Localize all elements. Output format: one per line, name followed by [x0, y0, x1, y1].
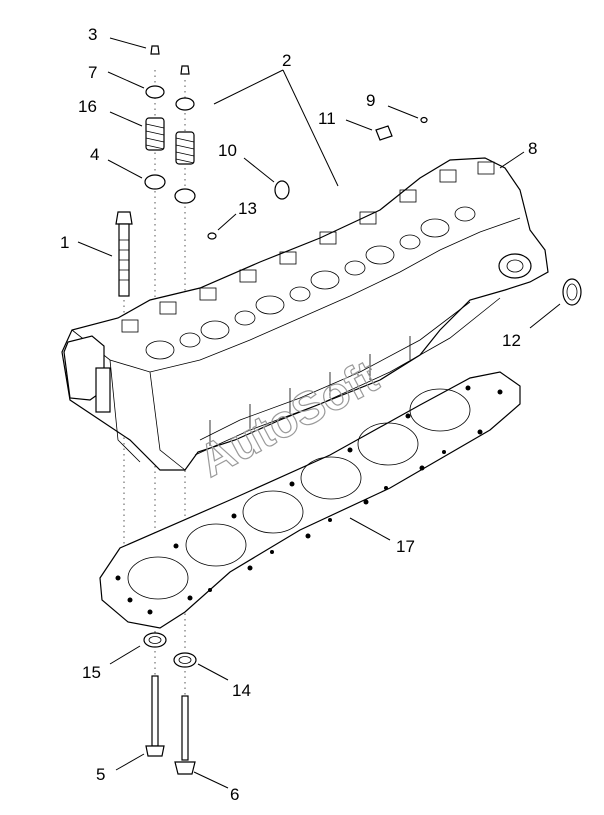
callout-14: 14 [232, 681, 251, 700]
valve-keepers [150, 45, 190, 75]
callout-15: 15 [82, 663, 101, 682]
callout-2: 2 [282, 51, 291, 70]
callout-12: 12 [502, 331, 521, 350]
callout-9: 9 [366, 91, 375, 110]
callout-4: 4 [90, 145, 99, 164]
valve-stem-seals [143, 632, 197, 668]
valves [145, 675, 196, 775]
callout-13: 13 [238, 199, 257, 218]
valve-springs [145, 117, 195, 165]
spring-retainers [145, 85, 195, 111]
small-parts [207, 116, 582, 306]
callout-10: 10 [218, 141, 237, 160]
callout-7: 7 [88, 63, 97, 82]
leader-lines [77, 37, 561, 789]
callout-11: 11 [318, 109, 336, 128]
callout-5: 5 [96, 765, 105, 784]
callout-1: 1 [60, 233, 69, 252]
callout-17: 17 [396, 537, 415, 556]
spring-seats [144, 174, 196, 204]
head-gasket [99, 371, 521, 629]
callout-labels: 3 7 16 4 1 2 10 13 11 9 8 12 17 15 14 5 … [60, 25, 537, 804]
cylinder-head [61, 157, 549, 471]
callout-8: 8 [528, 139, 537, 158]
callout-3: 3 [88, 25, 97, 44]
callout-16: 16 [78, 97, 97, 116]
callout-6: 6 [230, 785, 239, 804]
head-bolt [115, 211, 133, 297]
